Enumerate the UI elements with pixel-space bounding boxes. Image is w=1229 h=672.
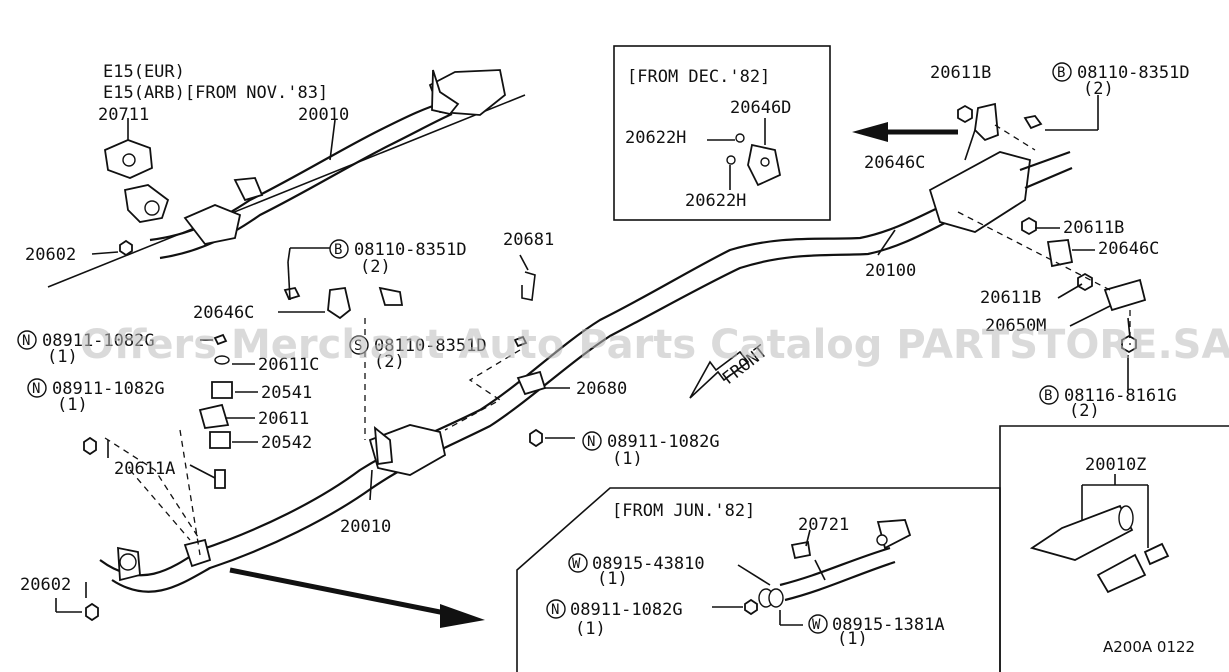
label-20611: 20611 [258, 409, 309, 429]
direction-arrows [229, 122, 958, 628]
qty-08911-1082G-3: (1) [612, 449, 643, 469]
w-prefix-1: W [572, 556, 581, 572]
diagram-code: A200A 0122 [1103, 638, 1195, 656]
leader-lines [55, 95, 1111, 613]
qty-08911-1082G-1: (1) [47, 347, 78, 367]
label-20542: 20542 [261, 433, 312, 453]
label-08110-8351D-1: 08110-8351D [354, 240, 467, 260]
left-mounting-hardware [83, 261, 547, 622]
label-20646D: 20646D [730, 98, 791, 118]
label-20646C-left: 20646C [193, 303, 254, 323]
b-prefix-2: B [1057, 65, 1065, 81]
label-20646C-right: 20646C [864, 153, 925, 173]
label-08110-8351D-2: 08110-8351D [374, 336, 487, 356]
inset-jun-title: [FROM JUN.'82] [612, 501, 755, 521]
label-08911-1082G-jun: 08911-1082G [570, 600, 683, 620]
n-prefix-1: N [22, 333, 30, 349]
n-prefix-jun: N [551, 602, 559, 618]
qty-08116-8161G: (2) [1069, 401, 1100, 421]
label-20611C: 20611C [258, 355, 319, 375]
watermark-text: Offers Merchant Auto Parts Catalog PARTS… [80, 322, 1229, 368]
label-20711: 20711 [98, 105, 149, 125]
b-prefix-1: B [334, 242, 342, 258]
n-prefix-3: N [587, 434, 595, 450]
s-prefix: S [354, 338, 362, 354]
label-20611B-mid: 20611B [1063, 218, 1124, 238]
label-20622H-lower: 20622H [685, 191, 746, 211]
qty-08911-1082G-jun: (1) [575, 619, 606, 639]
upper-front-pipe-assembly [47, 69, 526, 288]
label-20721: 20721 [798, 515, 849, 535]
label-20646C-mid: 20646C [1098, 239, 1159, 259]
label-08911-1082G-3: 08911-1082G [607, 432, 720, 452]
label-08116-8161G: 08116-8161G [1064, 386, 1177, 406]
label-20010Z: 20010Z [1085, 455, 1146, 475]
w-prefix-2: W [812, 617, 821, 633]
label-20602-top: 20602 [25, 245, 76, 265]
label-20541: 20541 [261, 383, 312, 403]
qty-08915-1381A: (1) [837, 629, 868, 649]
inset-20010z-kit: 20010Z [999, 425, 1229, 672]
label-20681: 20681 [503, 230, 554, 250]
label-20100: 20100 [865, 261, 916, 281]
qty-08110-8351D-1: (2) [360, 257, 391, 277]
label-20611A: 20611A [114, 459, 175, 479]
qty-08110-8351D-3: (2) [1083, 79, 1114, 99]
label-20650M: 20650M [985, 316, 1046, 336]
label-08110-8351D-3: 08110-8351D [1077, 63, 1190, 83]
label-20622H-upper: 20622H [625, 128, 686, 148]
n-prefix-2: N [32, 381, 40, 397]
b-prefix-3: B [1044, 388, 1052, 404]
label-08911-1082G-1: 08911-1082G [42, 331, 155, 351]
label-20010-mid: 20010 [340, 517, 391, 537]
engine-note-line1: E15(EUR) [103, 62, 185, 82]
label-20680: 20680 [576, 379, 627, 399]
inset-from-dec-82: [FROM DEC.'82] 20646D 20622H 20622H [613, 45, 831, 221]
qty-08110-8351D-2: (2) [374, 352, 405, 372]
label-20010-top: 20010 [298, 105, 349, 125]
qty-08911-1082G-2: (1) [57, 395, 88, 415]
label-08915-43810: 08915-43810 [592, 554, 705, 574]
main-exhaust-pipe [99, 150, 1073, 593]
label-20611B-low: 20611B [980, 288, 1041, 308]
inset-dec-title: [FROM DEC.'82] [627, 67, 770, 87]
label-20602-bottom: 20602 [20, 575, 71, 595]
label-08915-1381A: 08915-1381A [832, 615, 945, 635]
label-20611B-top: 20611B [930, 63, 991, 83]
part-labels: E15(EUR) E15(ARB)[FROM NOV.'83] 20711 20… [17, 62, 1195, 656]
qty-08915-43810: (1) [597, 569, 628, 589]
inset-from-jun-82: [FROM JUN.'82] 20721 W 08915-43810 (1) N… [516, 487, 1001, 672]
right-mounting-hardware [957, 102, 1147, 390]
engine-note-line2: E15(ARB)[FROM NOV.'83] [103, 83, 328, 103]
label-08911-1082G-2: 08911-1082G [52, 379, 165, 399]
